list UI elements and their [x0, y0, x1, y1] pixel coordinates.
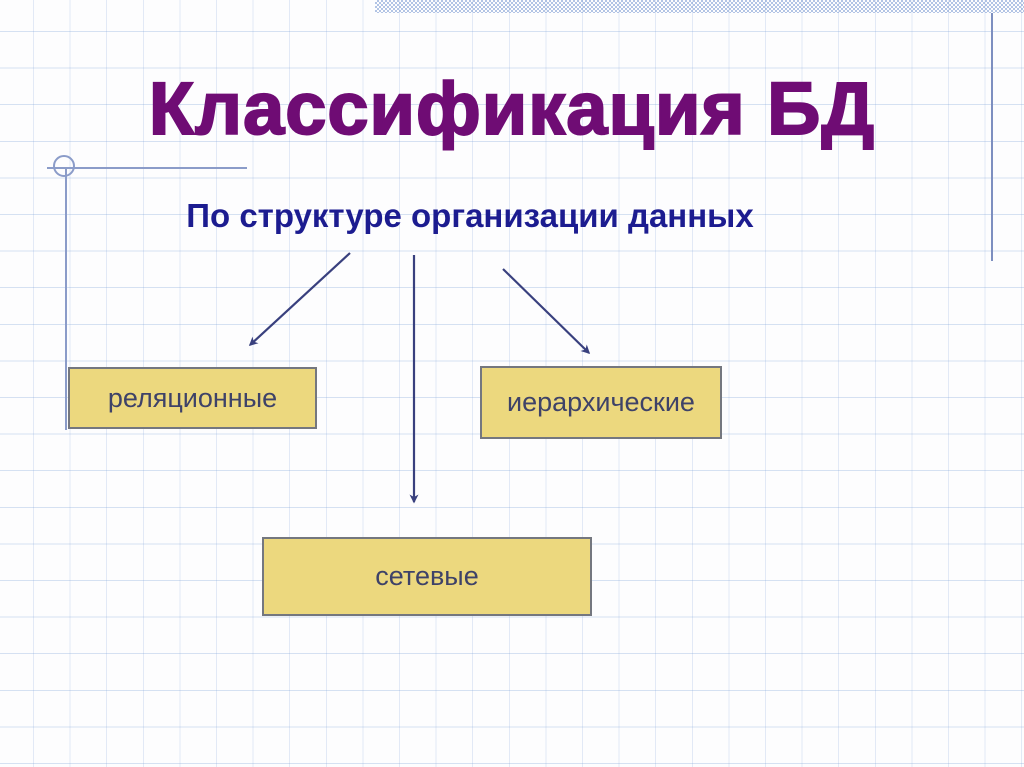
arrow-to-hierarchical	[502, 268, 591, 355]
box-hierarchical: иерархические	[480, 366, 722, 439]
right-edge-rule	[991, 13, 993, 261]
slide-title: Классификация БД	[148, 66, 876, 151]
dither-band-decoration	[375, 0, 1024, 13]
box-relational: реляционные	[68, 367, 317, 429]
box-network-label: сетевые	[375, 561, 479, 591]
box-relational-label: реляционные	[107, 382, 278, 413]
ornament-circle-icon	[53, 155, 75, 177]
arrow-to-relational	[248, 252, 351, 347]
box-hierarchical-label: иерархические	[507, 387, 695, 417]
ornament-vertical-line	[65, 168, 67, 430]
slide-subtitle: По структуре организации данных	[186, 197, 754, 234]
ornament-horizontal-line	[47, 167, 247, 169]
box-network: сетевые	[262, 537, 592, 616]
